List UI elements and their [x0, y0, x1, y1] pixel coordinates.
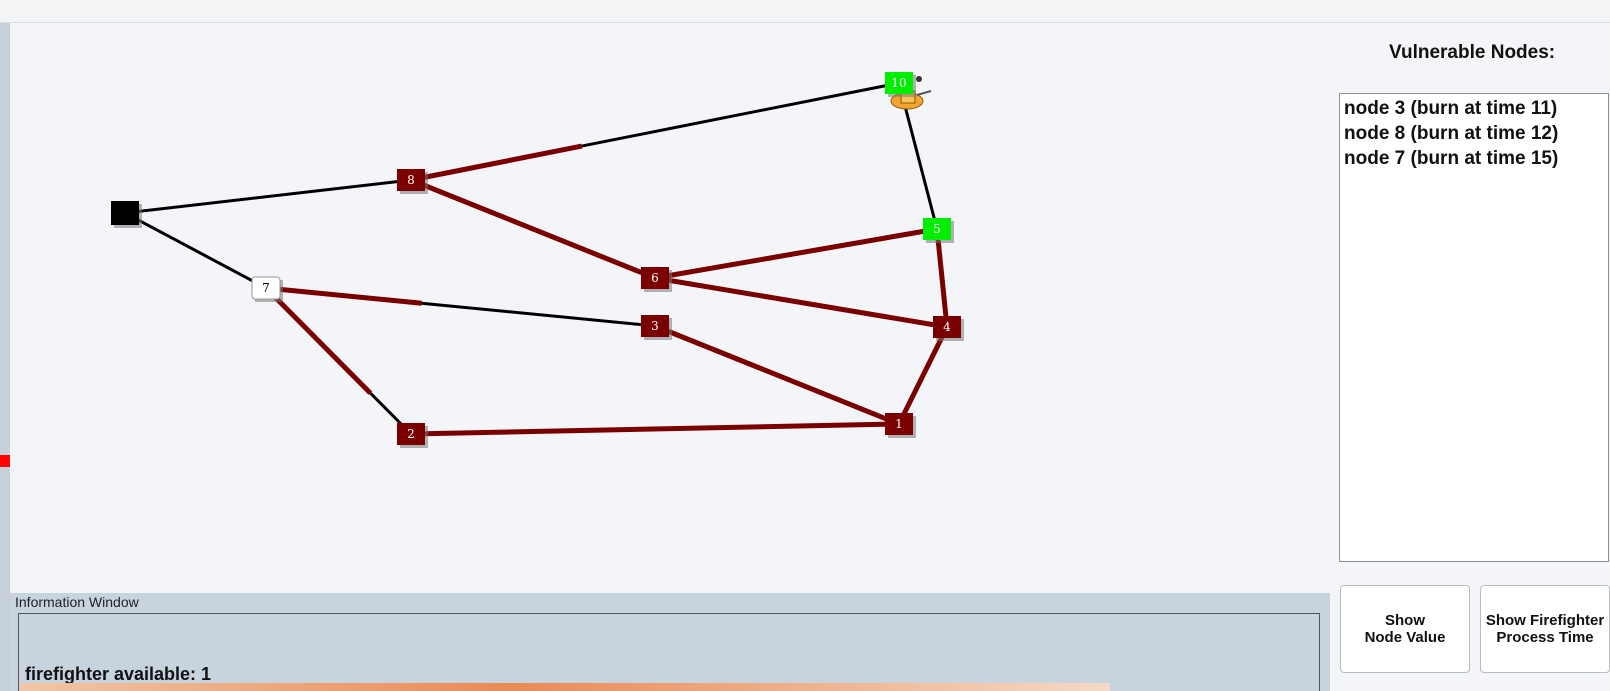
node-box[interactable]	[251, 276, 281, 300]
node-4[interactable]: 4	[933, 316, 964, 341]
edge-src-7	[124, 211, 267, 290]
edge-burned-segment	[264, 286, 373, 395]
node-box[interactable]	[641, 267, 669, 289]
edge-unburned-segment	[124, 211, 267, 290]
edge-6-5	[654, 226, 938, 281]
vulnerable-nodes-title: Vulnerable Nodes:	[1389, 42, 1556, 63]
graph-canvas[interactable]: 1 2 3 4 5 6 7 8 10	[10, 23, 1330, 593]
list-item[interactable]: node 7 (burn at time 15)	[1344, 148, 1559, 169]
node-label: 5	[933, 222, 941, 236]
node-2[interactable]: 2	[397, 423, 428, 448]
information-text-area[interactable]	[18, 613, 1320, 691]
edge-burned-segment	[410, 177, 656, 281]
edges-layer	[124, 81, 950, 437]
node-box[interactable]	[885, 413, 913, 435]
progress-bar	[20, 683, 1110, 691]
edge-burned-segment	[410, 143, 583, 183]
node-label: 4	[943, 320, 951, 334]
node-6[interactable]: 6	[641, 267, 672, 292]
firefighter-available-text: firefighter available: 1	[25, 664, 212, 684]
node-box[interactable]	[397, 423, 425, 445]
node-1[interactable]: 1	[885, 413, 916, 438]
node-label: 7	[262, 281, 270, 295]
show-node-value-label: Show Node Value	[1364, 612, 1446, 646]
edge-burned-segment	[265, 285, 422, 306]
node-label: 3	[651, 319, 659, 333]
node-box[interactable]	[641, 315, 669, 337]
edge-burned-segment	[896, 325, 950, 426]
show-node-value-button[interactable]: Show Node Value	[1340, 585, 1470, 673]
edge-burned-segment	[410, 421, 900, 437]
node-7[interactable]: 7	[251, 276, 283, 302]
edge-burned-segment	[654, 275, 948, 330]
node-box[interactable]	[397, 169, 425, 191]
node-src[interactable]	[111, 201, 142, 228]
show-firefighter-process-time-button[interactable]: Show Firefighter Process Time	[1480, 585, 1610, 673]
edge-burned-segment	[654, 226, 938, 281]
edge-2-1	[410, 421, 900, 437]
edge-3-1	[654, 323, 900, 427]
graph-svg[interactable]: 1 2 3 4 5 6 7 8 10	[10, 23, 1330, 593]
node-label: 10	[891, 76, 906, 90]
edge-8-6	[410, 177, 656, 281]
node-label: 1	[895, 417, 903, 431]
node-8[interactable]: 8	[397, 169, 428, 194]
edge-5-4	[934, 228, 950, 328]
edge-unburned-segment	[581, 81, 900, 148]
node-3[interactable]: 3	[641, 315, 672, 340]
information-window-title: Information Window	[15, 594, 139, 610]
edge-unburned-segment	[421, 301, 656, 328]
top-bar	[0, 0, 1610, 23]
edge-4-1	[896, 325, 950, 426]
edge-burned-segment	[934, 228, 950, 328]
list-item[interactable]: node 3 (burn at time 11)	[1344, 98, 1558, 119]
nodes-layer: 1 2 3 4 5 6 7 8	[111, 169, 964, 448]
node-label: 8	[407, 173, 415, 187]
left-splitter[interactable]	[0, 23, 10, 691]
edge-unburned-segment	[124, 178, 412, 215]
node-label: 2	[407, 427, 415, 441]
node-label: 6	[651, 271, 659, 285]
node-box[interactable]	[885, 72, 913, 94]
edge-7-3	[265, 285, 656, 328]
node-box[interactable]	[111, 201, 139, 225]
node-box[interactable]	[933, 316, 961, 338]
edge-burned-segment	[654, 323, 900, 427]
show-firefighter-time-label: Show Firefighter Process Time	[1485, 612, 1605, 646]
edge-7-2	[264, 286, 413, 436]
vulnerable-nodes-list[interactable]: node 3 (burn at time 11) node 8 (burn at…	[1339, 93, 1609, 562]
red-marker	[0, 455, 10, 467]
edge-8-10	[410, 81, 900, 183]
node-5[interactable]: 5	[923, 218, 954, 243]
edge-6-4	[654, 275, 948, 330]
edge-src-8	[124, 178, 412, 215]
node-10[interactable]: 10	[885, 72, 916, 97]
node-box[interactable]	[923, 218, 951, 240]
list-item[interactable]: node 8 (burn at time 12)	[1344, 123, 1559, 144]
